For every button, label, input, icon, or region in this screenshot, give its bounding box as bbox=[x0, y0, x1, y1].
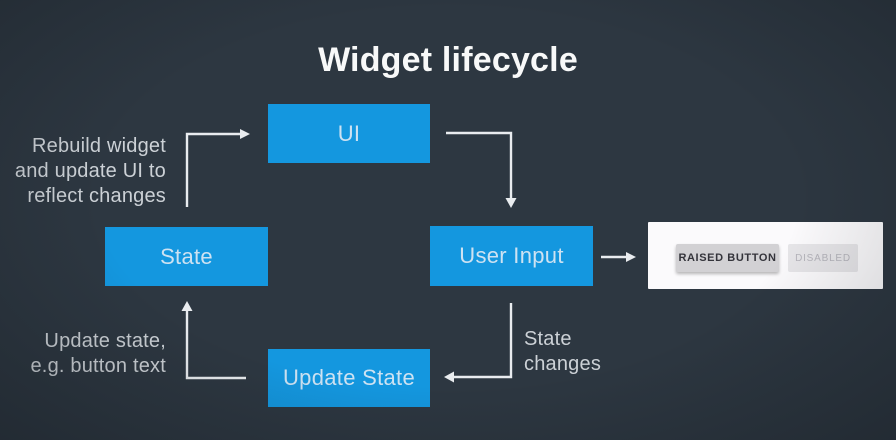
annotation-rebuild-widget: Rebuild widget and update UI to reflect … bbox=[0, 134, 166, 209]
node-user-input: User Input bbox=[430, 226, 593, 286]
node-update-state: Update State bbox=[268, 349, 430, 407]
node-ui: UI bbox=[268, 104, 430, 163]
node-ui-label: UI bbox=[337, 120, 361, 146]
arrow-user-input-to-update-state-icon bbox=[444, 303, 513, 383]
node-user-input-label: User Input bbox=[459, 243, 564, 268]
disabled-button: DISABLED bbox=[788, 244, 858, 272]
annotation-line: reflect changes bbox=[27, 185, 166, 207]
annotation-line: e.g. button text bbox=[30, 355, 166, 377]
arrow-ui-to-user-input-icon bbox=[446, 131, 517, 208]
annotation-update-state: Update state, e.g. button text bbox=[0, 329, 166, 379]
arrow-user-input-to-demo-panel-icon bbox=[601, 252, 636, 262]
annotation-line: Update state, bbox=[44, 330, 166, 352]
raised-button: RAISED BUTTON bbox=[676, 244, 779, 272]
arrow-state-to-ui-icon bbox=[185, 129, 250, 207]
annotation-state-changes: State changes bbox=[524, 327, 601, 377]
node-state: State bbox=[105, 227, 268, 286]
node-update-state-label: Update State bbox=[282, 365, 416, 390]
annotation-line: and update UI to bbox=[14, 160, 166, 182]
page-title: Widget lifecycle bbox=[318, 40, 578, 79]
annotation-line: Rebuild widget bbox=[32, 135, 166, 157]
node-state-label: State bbox=[160, 243, 213, 269]
demo-app-panel: RAISED BUTTON DISABLED bbox=[648, 222, 883, 289]
arrow-update-state-to-state-icon bbox=[181, 301, 246, 380]
annotation-line: State bbox=[524, 328, 572, 350]
annotation-line: changes bbox=[524, 353, 602, 375]
